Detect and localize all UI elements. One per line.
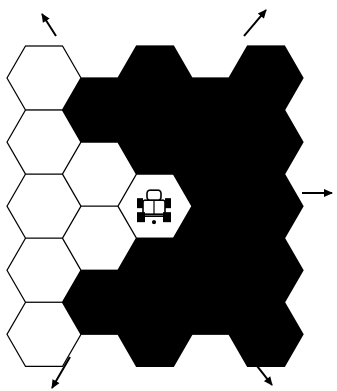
arrow-up-right <box>244 10 266 36</box>
arrow-up-left <box>42 14 56 36</box>
